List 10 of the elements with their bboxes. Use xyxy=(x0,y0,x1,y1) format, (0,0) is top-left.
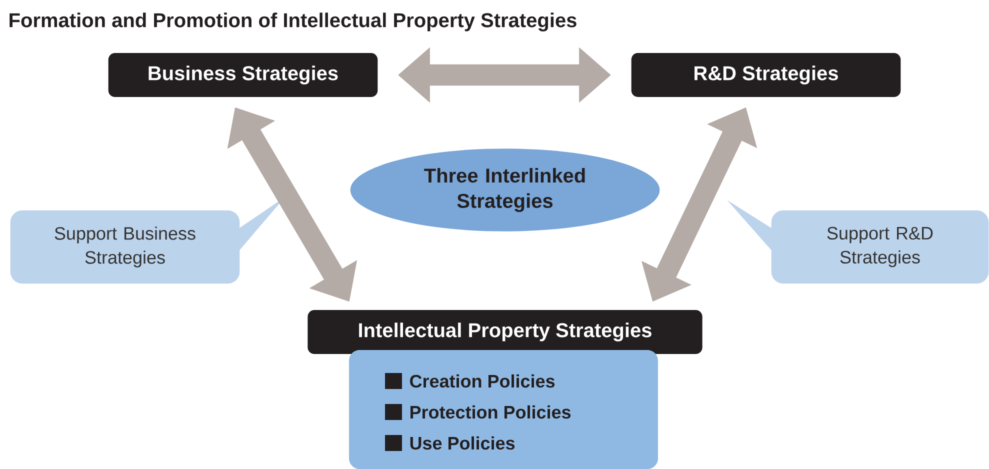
callout: Support Business Strategies xyxy=(10,197,285,284)
title: Formation and Promotion of Intellectual Property Strategies xyxy=(10,12,576,32)
list-item: Protection Policies xyxy=(385,404,571,420)
list-box xyxy=(349,350,658,469)
heading-box: R&D Strategies xyxy=(631,53,901,97)
list-item: Use Policies xyxy=(385,435,515,451)
list-item: Creation Policies xyxy=(385,373,555,389)
callout: Support R&D Strategies xyxy=(727,200,989,284)
heading-box: Business Strategies xyxy=(108,53,378,97)
heading-box: Intellectual Property Strategies xyxy=(308,310,702,354)
